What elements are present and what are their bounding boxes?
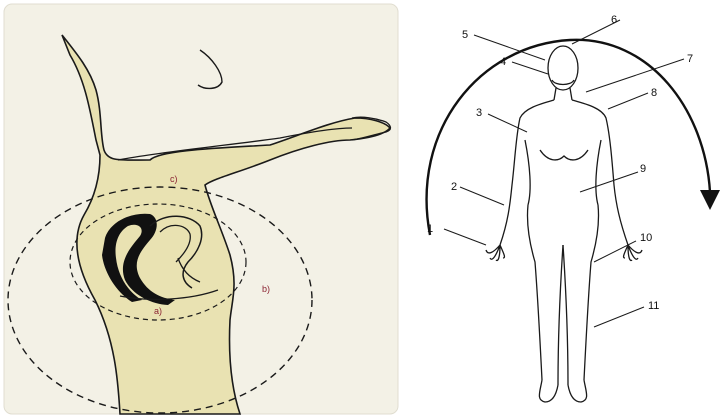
left-panel: a) b) c) bbox=[4, 4, 398, 414]
right-panel: 1 2 3 4 5 6 7 8 9 10 11 bbox=[427, 14, 720, 402]
number-8: 8 bbox=[651, 87, 657, 99]
human-figure bbox=[486, 46, 642, 402]
label-b: b) bbox=[262, 284, 270, 294]
number-10: 10 bbox=[640, 232, 652, 244]
label-c: c) bbox=[170, 174, 178, 184]
number-labels: 1 2 3 4 5 6 7 8 9 10 11 bbox=[427, 14, 693, 312]
number-1: 1 bbox=[427, 223, 433, 235]
label-a: a) bbox=[154, 306, 162, 316]
number-3: 3 bbox=[476, 107, 482, 119]
number-4: 4 bbox=[500, 56, 506, 68]
arrow-head bbox=[700, 190, 720, 210]
number-5: 5 bbox=[462, 29, 468, 41]
number-7: 7 bbox=[687, 53, 693, 65]
number-11: 11 bbox=[648, 300, 659, 312]
direction-arc-arrow bbox=[427, 40, 710, 235]
number-6: 6 bbox=[611, 14, 617, 26]
number-2: 2 bbox=[451, 181, 457, 193]
number-9: 9 bbox=[640, 163, 646, 175]
